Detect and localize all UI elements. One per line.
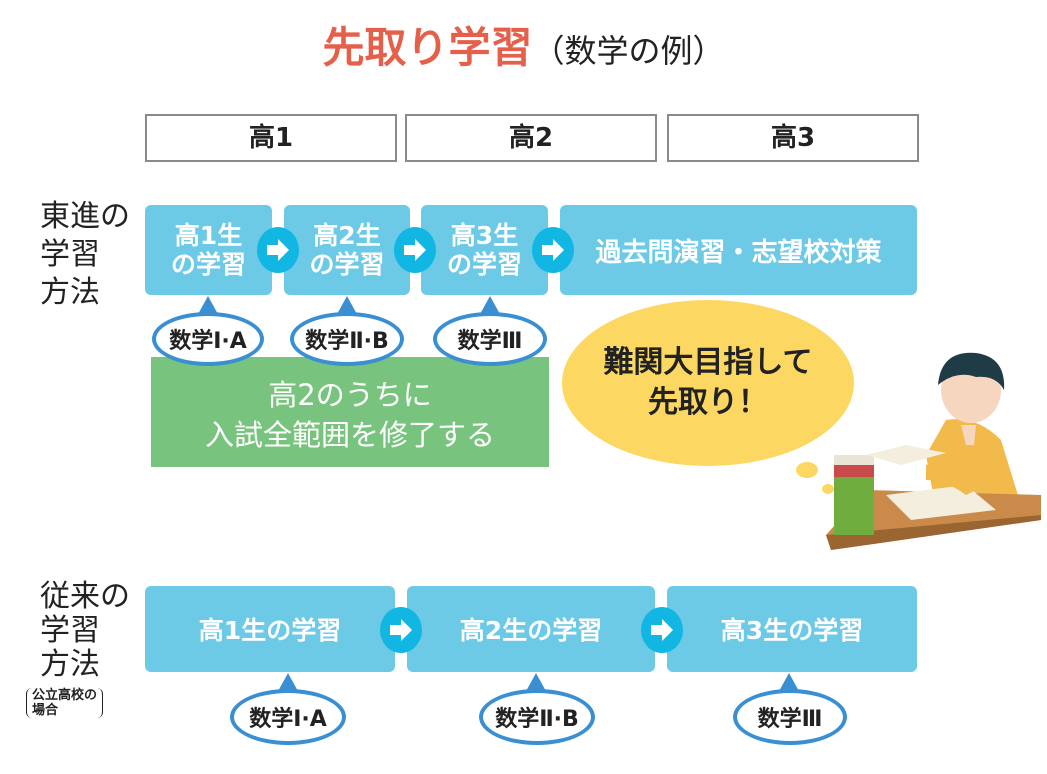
- traditional-step-2: 高2生の学習: [407, 586, 655, 672]
- step-text: の学習: [446, 250, 522, 279]
- speech-line: 先取り！: [648, 385, 768, 420]
- year-header-1: 高1: [145, 114, 397, 162]
- arrow-right-icon: [641, 607, 683, 653]
- pointer-triangle: [277, 673, 299, 693]
- thought-dot: [796, 462, 818, 478]
- label-line: 学習: [40, 237, 100, 272]
- sublabel-line: 場合: [32, 703, 59, 718]
- pointer-triangle: [197, 296, 219, 316]
- toshin-step-1: 高1生の学習: [145, 205, 272, 295]
- toshin-step-2: 高2生の学習: [284, 205, 410, 295]
- traditional-step-1: 高1生の学習: [145, 586, 395, 672]
- pointer-triangle: [778, 673, 800, 693]
- diagram-title: 先取り学習（数学の例）: [0, 14, 1047, 75]
- pointer-triangle: [336, 296, 358, 316]
- title-main: 先取り学習: [322, 23, 533, 72]
- subject-oval: 数学Ⅱ·B: [290, 312, 404, 366]
- step-text: 高1生: [174, 221, 243, 250]
- thought-dot: [822, 484, 834, 494]
- subject-oval: 数学Ⅲ: [733, 689, 847, 745]
- label-line: 従来の: [40, 579, 130, 614]
- step-text: の学習: [170, 250, 246, 279]
- arrow-right-icon: [257, 227, 299, 273]
- subject-oval: 数学Ⅰ·A: [152, 312, 264, 366]
- speech-bubble: [562, 300, 854, 466]
- note-line: 入試全範囲を修了する: [204, 418, 495, 452]
- label-line: 方法: [40, 275, 100, 310]
- sublabel-line: 公立高校の: [32, 688, 98, 703]
- pointer-triangle: [525, 673, 547, 693]
- note-line: 高2のうちに: [268, 378, 432, 412]
- speech-text: 難関大目指して 先取り！: [562, 343, 854, 423]
- toshin-step-3: 高3生の学習: [421, 205, 548, 295]
- pointer-triangle: [479, 296, 501, 316]
- arrow-right-icon: [532, 227, 574, 273]
- completion-note: 高2のうちに 入試全範囲を修了する: [151, 357, 549, 467]
- title-sub: （数学の例）: [532, 32, 725, 70]
- traditional-step-3: 高3生の学習: [667, 586, 917, 672]
- year-header-2: 高2: [405, 114, 657, 162]
- label-line: 方法: [40, 647, 100, 682]
- traditional-label: 従来の 学習 方法: [40, 580, 130, 682]
- step-text: 高2生: [313, 221, 381, 250]
- toshin-label: 東進の 学習 方法: [40, 198, 130, 312]
- traditional-sublabel: 公立高校の 場合: [26, 688, 104, 718]
- arrow-right-icon: [380, 607, 422, 653]
- label-line: 東進の: [40, 199, 130, 234]
- studying-student-illustration: [826, 352, 1041, 550]
- subject-oval: 数学Ⅰ·A: [230, 689, 346, 745]
- subject-oval: 数学Ⅲ: [433, 312, 547, 366]
- arrow-right-icon: [394, 227, 436, 273]
- year-header-3: 高3: [667, 114, 919, 162]
- speech-line: 難関大目指して: [603, 345, 813, 380]
- label-line: 学習: [40, 613, 100, 648]
- toshin-final-step: 過去問演習・志望校対策: [560, 205, 917, 295]
- step-text: の学習: [309, 250, 385, 279]
- step-text: 高3生: [450, 221, 519, 250]
- subject-oval: 数学Ⅱ·B: [479, 689, 595, 745]
